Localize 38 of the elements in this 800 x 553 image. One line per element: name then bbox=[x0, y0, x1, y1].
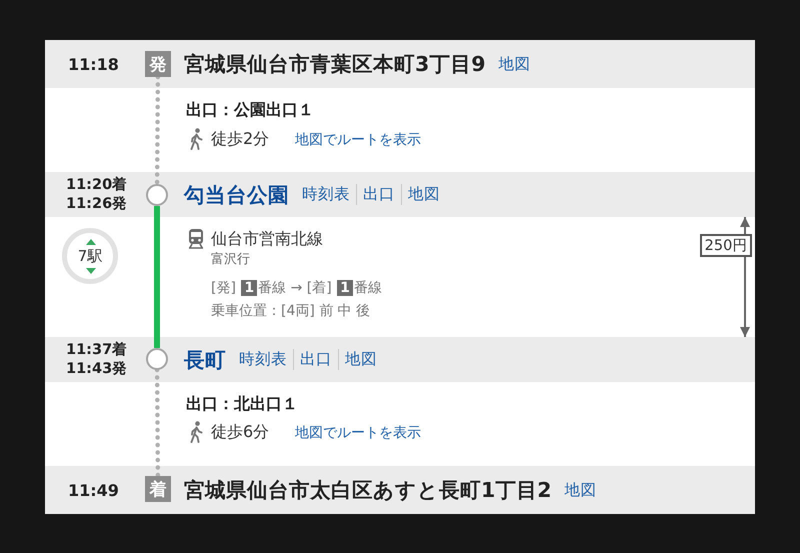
destination-text: 富沢行 bbox=[211, 251, 250, 269]
walk-time: 徒歩2分 bbox=[211, 129, 270, 149]
timetable-link: 時刻表 bbox=[302, 184, 350, 205]
station-name-link: 長町 bbox=[184, 346, 226, 374]
station-name-link: 勾当台公園 bbox=[184, 182, 289, 208]
exit-link: 出口 bbox=[293, 349, 332, 370]
map-link: 地図 bbox=[338, 349, 377, 370]
address-band bbox=[45, 40, 755, 88]
dotted-line bbox=[154, 74, 160, 186]
fare-label: 250円 bbox=[700, 234, 752, 257]
arrival-departure-times: 11:20着 11:26発 bbox=[66, 176, 128, 214]
route-map-link: 地図でルートを表示 bbox=[295, 131, 421, 150]
departure-time: 11:18 bbox=[68, 54, 119, 74]
exit-link: 出口 bbox=[356, 184, 395, 205]
exit-info: 出口：公園出口１ bbox=[186, 100, 314, 120]
map-link: 地図 bbox=[498, 54, 531, 74]
walk-time: 徒歩6分 bbox=[211, 422, 270, 442]
timetable-link: 時刻表 bbox=[239, 349, 287, 370]
map-link: 地図 bbox=[564, 480, 597, 500]
address-band bbox=[45, 466, 755, 514]
arrival-time: 11:49 bbox=[68, 480, 119, 500]
boarding-position: 乗車位置：[4両] 前 中 後 bbox=[211, 302, 370, 321]
arrival-marker: 着 bbox=[145, 476, 171, 502]
departure-marker: 発 bbox=[145, 51, 171, 77]
stop-circle bbox=[146, 348, 168, 370]
station-band bbox=[45, 172, 755, 217]
dotted-line bbox=[154, 368, 160, 478]
line-name: 仙台市営南北線 bbox=[211, 228, 323, 250]
arrival-departure-times: 11:37着 11:43発 bbox=[66, 340, 128, 378]
address-text: 宮城県仙台市太白区あすと長町1丁目2 bbox=[184, 477, 552, 504]
address-text: 宮城県仙台市青葉区本町3丁目9 bbox=[184, 51, 486, 78]
station-band bbox=[45, 337, 755, 382]
station-count: 7駅 bbox=[78, 247, 102, 265]
exit-info: 出口：北出口１ bbox=[186, 394, 298, 414]
route-line bbox=[154, 206, 160, 348]
map-link: 地図 bbox=[401, 184, 440, 205]
route-map-link: 地図でルートを表示 bbox=[295, 424, 421, 443]
stop-circle bbox=[146, 184, 168, 206]
